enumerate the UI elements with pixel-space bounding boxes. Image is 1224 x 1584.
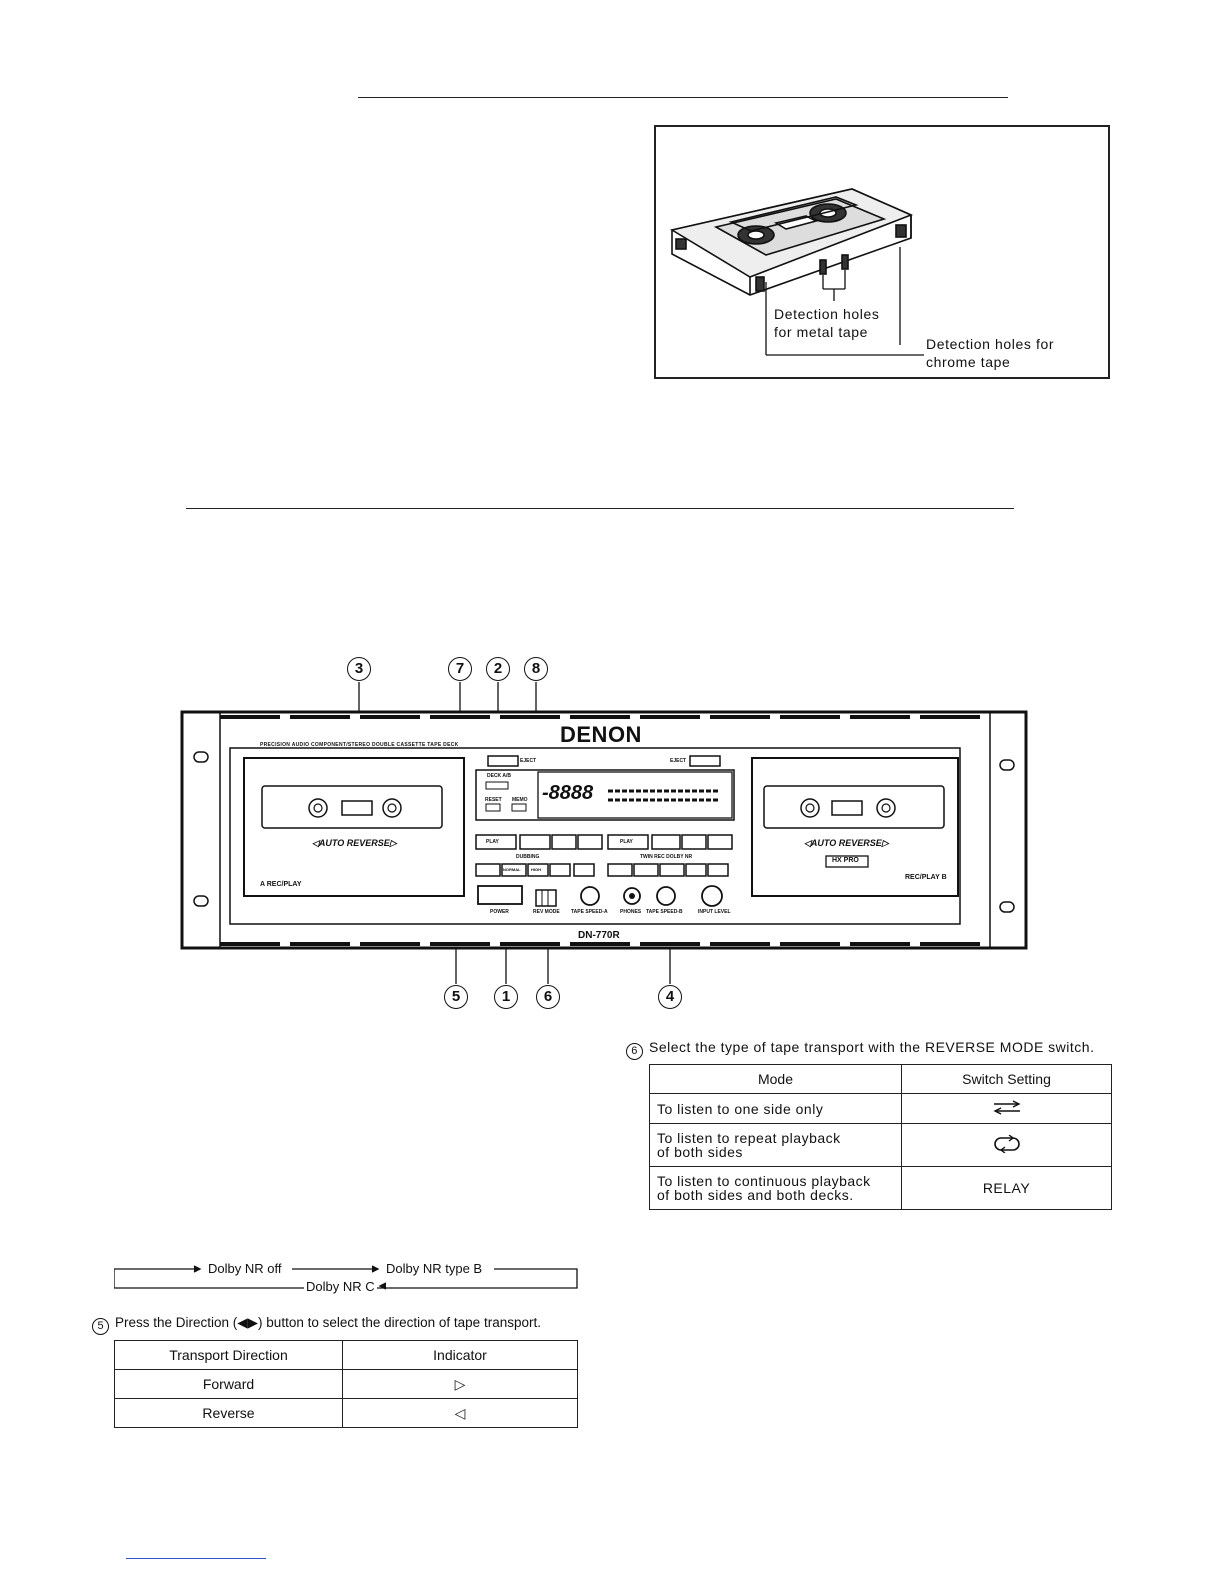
dolby-nr-label: TWIN REC DOLBY NR [640, 854, 693, 860]
play-b-label[interactable]: PLAY [620, 839, 633, 845]
model-label: DN-770R [578, 930, 620, 941]
table-row: To listen to one side only [649, 1093, 1112, 1124]
reverse-mode-table: Mode Switch Setting To listen to one sid… [649, 1064, 1112, 1210]
counter-display: -8888 [542, 782, 594, 804]
switch-setting-header: Switch Setting [901, 1064, 1112, 1094]
dolby-nr-type-b: Dolby NR type B [384, 1261, 485, 1276]
callout-2: 2 [486, 657, 510, 681]
deck-a-label: A REC/PLAY [260, 881, 302, 888]
deck-diagram: 3 7 2 8 5 1 6 4 [180, 652, 1030, 1012]
tape-speed-a-label: TAPE SPEED-A [571, 909, 608, 915]
table-row: Forward ▷ [114, 1369, 578, 1399]
table-row: To listen to repeat playback of both sid… [649, 1123, 1112, 1167]
mode-cell: To listen to one side only [649, 1093, 902, 1124]
footer-rule [126, 1558, 266, 1559]
dolby-nr-off: Dolby NR off [206, 1261, 284, 1276]
power-label: POWER [490, 909, 509, 915]
one-way-arrows-icon [992, 1100, 1021, 1115]
metal-tape-label: Detection holes for metal tape [774, 306, 880, 340]
high-label[interactable]: HIGH [531, 867, 541, 872]
brand-logo: DENON [560, 722, 642, 747]
deck-ab-label: DECK A/B [487, 773, 511, 779]
eject-a-label: EJECT [520, 758, 537, 764]
phones-label: PHONES [620, 909, 642, 915]
chrome-tape-label: Detection holes for chrome tape [926, 336, 1055, 370]
mode-header: Mode [649, 1064, 902, 1094]
cassette-figure: Detection holes for metal tape Detection… [654, 125, 1110, 379]
direction-cell: Forward [114, 1369, 343, 1399]
callout-7: 7 [448, 657, 472, 681]
callout-5: 5 [444, 985, 468, 1009]
reset-label: RESET [485, 797, 502, 803]
transport-direction-header: Transport Direction [114, 1340, 343, 1370]
deck-b-label: REC/PLAY B [905, 874, 947, 881]
direction-table: Transport Direction Indicator Forward ▷ … [114, 1340, 578, 1428]
indicator-cell: ▷ [342, 1369, 578, 1399]
eject-b-label: EJECT [670, 758, 687, 764]
dubbing-label: DUBBING [516, 854, 540, 860]
table-row: Reverse ◁ [114, 1398, 578, 1428]
section-rule [186, 508, 1014, 509]
callout-8: 8 [524, 657, 548, 681]
hx-pro-badge: HX PRO [832, 857, 859, 864]
indicator-header: Indicator [342, 1340, 578, 1370]
rev-mode-label: REV MODE [533, 909, 560, 915]
deck-panel [180, 682, 1028, 984]
switch-cell [901, 1093, 1112, 1124]
tape-speed-b-label: TAPE SPEED-B [646, 909, 683, 915]
dolby-nr-flow: Dolby NR off Dolby NR type B Dolby NR C [114, 1258, 578, 1298]
switch-cell [901, 1123, 1112, 1167]
memo-label: MEMO [512, 797, 528, 803]
top-rule [358, 97, 1008, 98]
direction-cell: Reverse [114, 1398, 343, 1428]
mode-cell: To listen to repeat playback of both sid… [649, 1123, 902, 1167]
auto-reverse-a: ◁AUTO REVERSE▷ [312, 838, 397, 848]
callout-3: 3 [347, 657, 371, 681]
auto-reverse-b: ◁AUTO REVERSE▷ [804, 838, 889, 848]
dolby-nr-c: Dolby NR C [304, 1279, 377, 1294]
cassette-illustration [669, 188, 924, 356]
switch-cell: RELAY [901, 1166, 1112, 1210]
step-number: 6 [626, 1043, 643, 1060]
step-number: 5 [92, 1318, 109, 1335]
input-level-label: INPUT LEVEL [698, 909, 731, 915]
indicator-cell: ◁ [342, 1398, 578, 1428]
callout-4: 4 [658, 985, 682, 1009]
deck-tagline: PRECISION AUDIO COMPONENT/STEREO DOUBLE … [260, 742, 459, 748]
loop-arrows-icon [993, 1133, 1020, 1154]
play-a-label[interactable]: PLAY [486, 839, 499, 845]
table-row: To listen to continuous playback of both… [649, 1166, 1112, 1210]
callout-1: 1 [494, 985, 518, 1009]
callout-6: 6 [536, 985, 560, 1009]
mode-cell: To listen to continuous playback of both… [649, 1166, 902, 1210]
normal-label[interactable]: NORMAL [503, 867, 521, 872]
